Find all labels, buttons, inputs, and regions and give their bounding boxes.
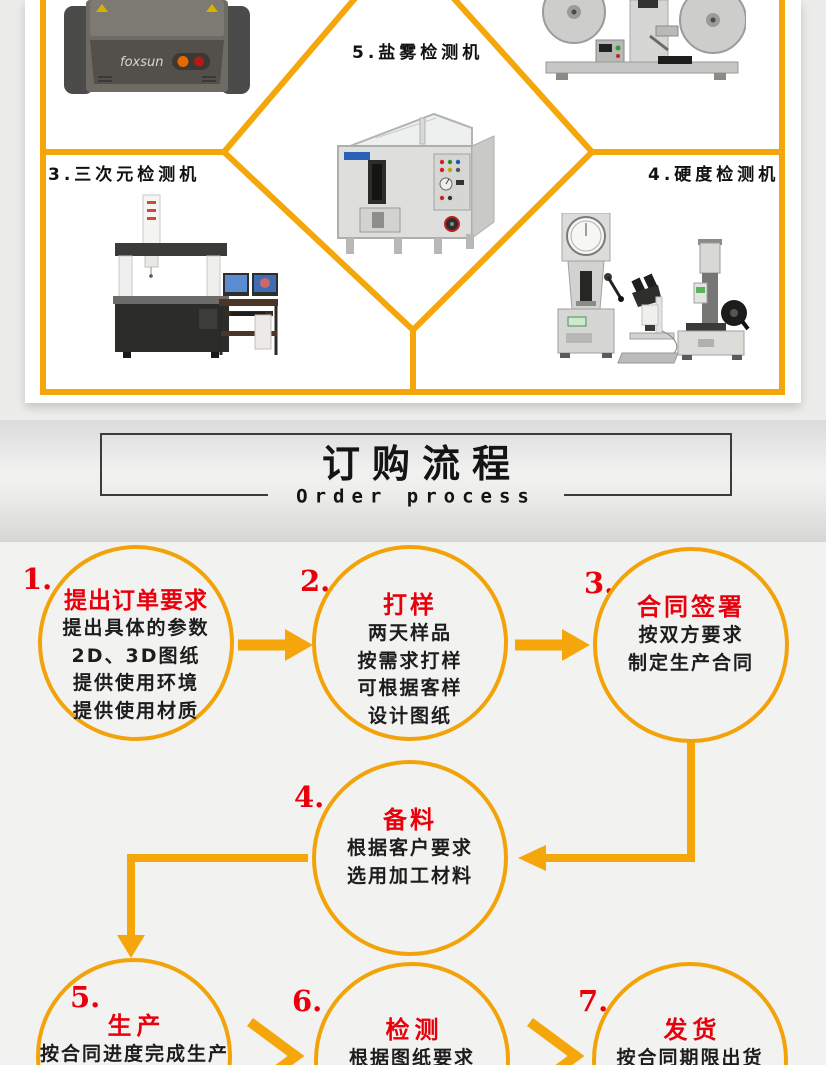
step-7-title: 发货 [663,1016,722,1044]
step-1-line: 2D、3D图纸 [71,644,201,667]
order-process-title: 订购流程 [321,442,522,486]
hardness-testers-image [557,213,750,364]
arrow-step5-to-step6 [247,1017,305,1065]
equipment-showcase-panel: foxsun [25,0,801,403]
step-circle-1: 提出订单要求 提出具体的参数 2D、3D图纸 提供使用环境 提供使用材质 [38,545,234,741]
rca-abrasion-tester-image [542,0,746,80]
xrf-spectrometer-image: foxsun [64,0,250,94]
step-2-line: 按需求打样 [357,649,463,672]
yellow-frame-lines [40,0,785,395]
step-1-number: 1. [22,562,53,596]
step-6-line: 根据图纸要求 [348,1047,475,1065]
arrow-step6-to-step7 [527,1017,585,1065]
flow-connector-arrows [117,629,695,1065]
arrow-step1-to-step2 [238,629,313,661]
step-2-line: 可根据客样 [357,677,463,699]
connector-step3-to-step4 [545,741,695,862]
arrow-step2-to-step3 [515,629,590,661]
equipment-label-hardness: 4.硬度检测机 [648,165,780,185]
connector-step4-to-step5 [127,854,308,936]
step-6-title: 检测 [385,1016,444,1044]
spectrometer-brand-text: foxsun [120,55,163,70]
arrowhead-step4-to-step5 [117,935,145,958]
arrowhead-step3-to-step4 [518,845,546,871]
title-box-bottom-line-left [100,494,268,496]
cmm-machine-image [113,194,278,358]
step-1-line: 提供使用环境 [72,672,199,694]
step-4-line: 选用加工材料 [346,864,473,887]
equipment-label-salt-spray: 5.盐雾检测机 [352,43,484,63]
step-3-title: 合同签署 [637,593,745,621]
step-6-number: 6. [292,984,323,1018]
step-circle-2: 打样 两天样品 按需求打样 可根据客样 设计图纸 [312,545,508,741]
equipment-label-cmm: 3.三次元检测机 [48,165,201,185]
step-7-line: 按合同期限出货 [616,1047,764,1065]
order-process-subtitle: Order process [296,485,536,508]
order-process-title-box: 订购流程 Order process [100,433,732,507]
step-circle-4: 备料 根据客户要求 选用加工材料 [312,760,508,956]
step-5-line: 按合同进度完成生产 [40,1043,230,1065]
step-1-title: 提出订单要求 [64,588,208,614]
step-3-line: 制定生产合同 [627,651,754,674]
order-process-header: 订购流程 Order process [0,420,826,542]
title-box-bottom-line-right [564,494,732,496]
step-circle-3: 合同签署 按双方要求 制定生产合同 [593,547,789,743]
step-1-line: 提出具体的参数 [62,617,210,639]
step-1-line: 提供使用材质 [72,699,199,722]
step-3-line: 按双方要求 [638,624,744,646]
step-2-line: 两天样品 [367,622,452,644]
salt-spray-tester-image [337,112,495,254]
step-4-line: 根据客户要求 [346,837,473,859]
order-process-flow: 1. 提出订单要求 提出具体的参数 2D、3D图纸 提供使用环境 提供使用材质 … [0,542,826,1065]
step-2-title: 打样 [383,591,437,619]
step-5-title: 生产 [107,1012,166,1040]
step-4-title: 备料 [383,806,437,834]
step-2-line: 设计图纸 [367,704,452,727]
step-4-number: 4. [294,780,325,814]
